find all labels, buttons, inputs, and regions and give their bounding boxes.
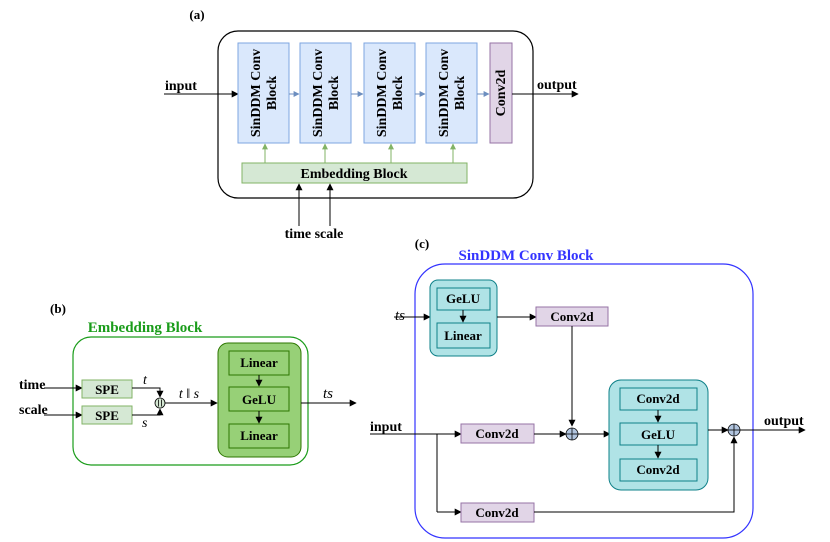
panel-c-title: SinDDM Conv Block: [458, 248, 594, 264]
a-conv-block-4: SinDDM ConvBlock: [425, 42, 478, 144]
a-block-2-label: SinDDM ConvBlock: [311, 49, 342, 137]
a-conv-block-2: SinDDM ConvBlock: [299, 42, 352, 144]
a-embedding-block: Embedding Block: [241, 162, 468, 184]
panel-c-frame: [414, 263, 754, 539]
b-mlp-linear-1-label: Linear: [240, 355, 278, 370]
b-mlp-gelu: [228, 386, 290, 412]
c-stack-gelu-label: GeLU: [641, 427, 676, 442]
b-mlp-linear-2-label: Linear: [240, 428, 278, 443]
c-input-label: input: [370, 420, 402, 435]
panel-b-frame: [72, 336, 309, 466]
b-mlp-block: Linear GeLU Linear: [217, 342, 302, 458]
c-add-icon-2: [727, 423, 741, 437]
c-ts-label: ts: [395, 308, 405, 324]
panel-c: (c) SinDDM Conv Block ts GeLU Linear Con…: [370, 236, 806, 539]
a-conv2d: Conv2d: [489, 42, 513, 144]
c-conv2d-mid: Conv2d: [460, 423, 535, 444]
c-linear-label: Linear: [444, 328, 482, 343]
c-skip-to-add2: [534, 436, 738, 513]
b-spe-2-label: SPE: [95, 408, 119, 423]
c-gelu-label: GeLU: [446, 291, 481, 306]
b-spe-2: SPE: [81, 405, 133, 425]
b-mlp-linear-2: [228, 423, 290, 449]
panel-b-title: Embedding Block: [88, 320, 203, 336]
b-concat-label: t ‖ s: [179, 387, 200, 402]
c-gelu-linear-block: GeLU Linear: [429, 279, 498, 357]
c-stack-conv-1-label: Conv2d: [636, 391, 680, 406]
a-time-scale-label: time scale: [285, 227, 344, 242]
c-linear-box: [436, 322, 491, 349]
b-spe-1-label: SPE: [95, 382, 119, 397]
a-output-label: output: [537, 78, 577, 93]
b-scale-label: scale: [19, 403, 48, 418]
c-stack-conv-2-label: Conv2d: [636, 462, 680, 477]
a-block-4-label: SinDDM ConvBlock: [437, 49, 468, 137]
b-s-line: [132, 408, 164, 416]
a-block-1-label: SinDDM ConvBlock: [249, 49, 280, 137]
a-conv2d-label: Conv2d: [494, 69, 509, 116]
b-t-label: t: [143, 373, 148, 388]
b-mlp-linear-1: [228, 350, 290, 376]
c-conv-stack: Conv2d GeLU Conv2d: [608, 379, 709, 491]
panel-a-frame: [217, 30, 534, 199]
a-embedding-label: Embedding Block: [301, 167, 408, 182]
c-output-label: output: [764, 414, 804, 429]
a-conv-block-1: SinDDM ConvBlock: [237, 42, 290, 144]
panel-a: (a) input SinDDM ConvBlock SinDDM ConvBl…: [164, 7, 579, 242]
panel-c-tag: (c): [415, 236, 429, 251]
c-conv2d-bot-label: Conv2d: [475, 505, 519, 520]
b-ts-label: ts: [323, 386, 333, 402]
b-concat-icon: [154, 397, 166, 409]
c-conv2d-bot: Conv2d: [460, 502, 535, 523]
b-t-line: [132, 387, 164, 398]
c-stack-conv-2: [619, 458, 698, 482]
a-block-3-label: SinDDM ConvBlock: [375, 49, 406, 137]
panel-b-tag: (b): [50, 301, 66, 316]
b-s-label: s: [142, 416, 148, 431]
b-mlp-gelu-label: GeLU: [242, 392, 277, 407]
b-spe-1: SPE: [81, 379, 133, 399]
c-add-icon-1: [565, 427, 579, 441]
a-conv-block-3: SinDDM ConvBlock: [363, 42, 416, 144]
c-conv2d-top: Conv2d: [535, 306, 609, 327]
c-conv2d-top-label: Conv2d: [550, 309, 594, 324]
panel-a-tag: (a): [189, 7, 204, 22]
panel-b: (b) Embedding Block time scale SPE SPE t…: [19, 301, 357, 466]
a-input-label: input: [165, 79, 197, 94]
b-time-label: time: [19, 378, 45, 393]
c-conv2d-mid-label: Conv2d: [475, 426, 519, 441]
